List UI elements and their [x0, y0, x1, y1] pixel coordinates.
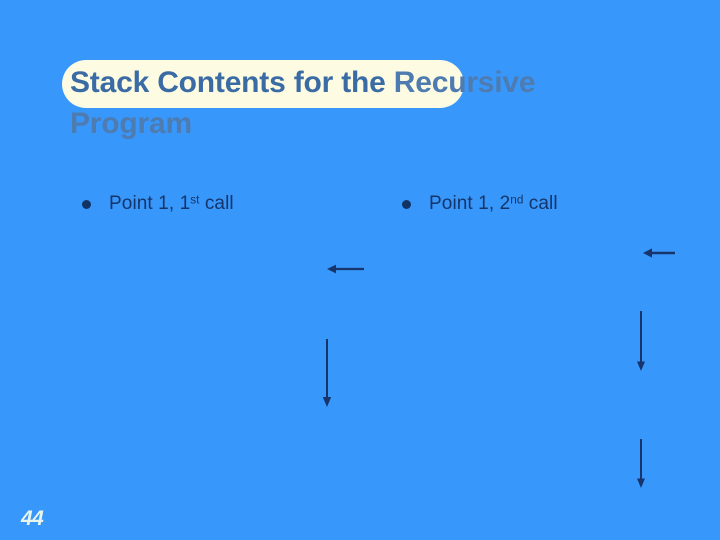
list-item-label-prefix: Point 1, 1: [109, 193, 191, 214]
page-number: 44: [21, 507, 44, 530]
arrow-down-right-upper: [635, 311, 649, 372]
title-highlight-pill: [62, 60, 464, 108]
arrow-down-middle: [321, 339, 335, 408]
list-item: Point 1, 1st call: [82, 193, 234, 215]
title-line-2: Program: [70, 107, 192, 140]
list-item: Point 1, 2nd call: [402, 193, 558, 215]
list-item-label: Point 1, 2nd call: [429, 193, 558, 215]
title-segment-plain: Recursive: [385, 66, 536, 99]
list-item-label-superscript: nd: [510, 193, 524, 207]
arrow-left-right-col: [643, 246, 676, 260]
page-title: Stack Contents for the Recursive Program: [70, 62, 670, 144]
list-item-label: Point 1, 1st call: [109, 193, 234, 215]
arrow-down-right-lower: [635, 439, 649, 489]
arrow-left-middle: [327, 262, 365, 276]
title-segment-highlighted: Stack Contents for the: [70, 66, 386, 99]
list-item-label-suffix: call: [199, 193, 234, 214]
bullet-dot-icon: [402, 199, 411, 209]
list-item-label-suffix: call: [523, 193, 558, 214]
list-item-label-superscript: st: [190, 193, 200, 207]
list-item-label-prefix: Point 1, 2: [429, 193, 511, 214]
bullet-dot-icon: [82, 199, 91, 209]
title-line-1: Stack Contents for the Recursive: [70, 62, 670, 103]
